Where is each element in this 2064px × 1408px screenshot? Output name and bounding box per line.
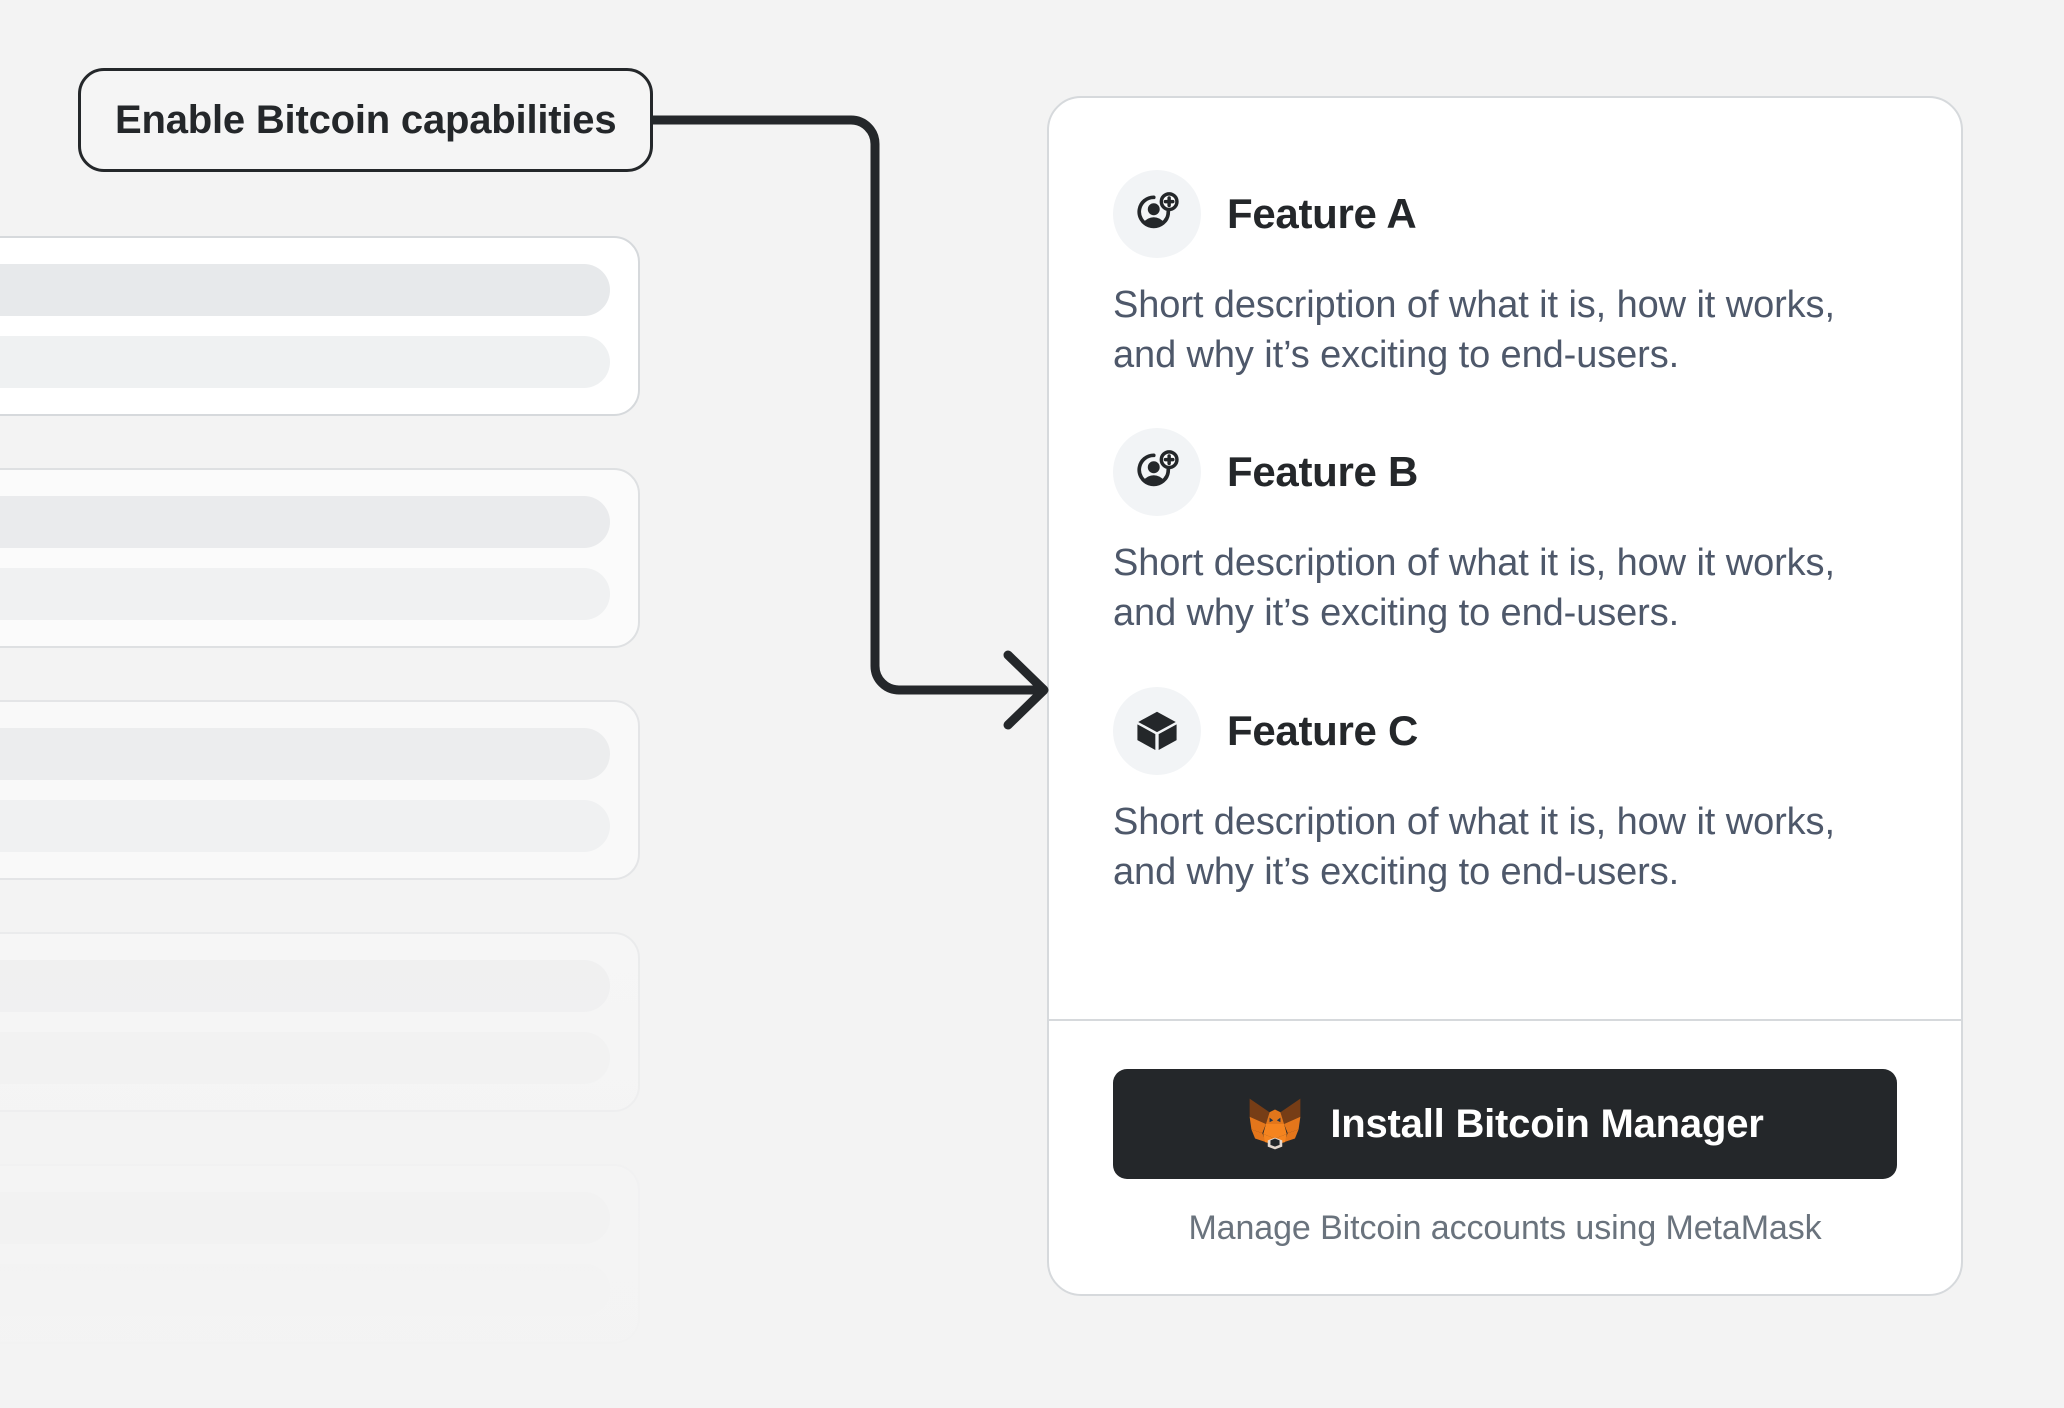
skeleton-bar-primary xyxy=(0,264,610,316)
skeleton-bar-primary xyxy=(0,496,610,548)
skeleton-card xyxy=(0,468,640,648)
metamask-fox-icon xyxy=(1249,1098,1301,1150)
feature-title: Feature A xyxy=(1227,190,1417,237)
install-bitcoin-manager-button[interactable]: Install Bitcoin Manager xyxy=(1113,1069,1897,1179)
feature-header: Feature B xyxy=(1113,428,1897,517)
feature-item: Feature A Short description of what it i… xyxy=(1113,170,1897,380)
user-add-icon xyxy=(1113,170,1201,258)
feature-title: Feature B xyxy=(1227,448,1419,496)
feature-header: Feature A xyxy=(1113,170,1897,258)
user-add-icon xyxy=(1113,428,1201,517)
cube-icon xyxy=(1113,686,1201,775)
feature-card: Feature A Short description of what it i… xyxy=(1047,96,1963,1296)
arrowhead-right-icon xyxy=(1003,650,1049,730)
feature-description: Short description of what it is, how it … xyxy=(1113,284,1835,377)
feature-description: Short description of what it is, how it … xyxy=(1113,800,1835,893)
feature-description: Short description of what it is, how it … xyxy=(1113,542,1835,635)
feature-title: Feature C xyxy=(1227,706,1419,754)
connector-line xyxy=(628,115,1045,695)
skeleton-bar-secondary xyxy=(0,800,610,852)
feature-list: Feature A Short description of what it i… xyxy=(1049,98,1961,1019)
skeleton-bar-primary xyxy=(0,728,610,780)
skeleton-bar-secondary xyxy=(0,336,610,388)
skeleton-card xyxy=(0,236,640,416)
card-footer: Install Bitcoin Manager Manage Bitcoin a… xyxy=(1049,1019,1961,1294)
callout-label-text: Enable Bitcoin capabilities xyxy=(115,97,617,142)
feature-item: Feature B Short description of what it i… xyxy=(1113,428,1897,638)
feature-item: Feature C Short description of what it i… xyxy=(1113,686,1897,897)
footer-caption: Manage Bitcoin accounts using MetaMask xyxy=(1188,1209,1822,1247)
install-button-label: Install Bitcoin Manager xyxy=(1330,1101,1764,1146)
skeleton-bar-secondary xyxy=(0,568,610,620)
callout-label-pill: Enable Bitcoin capabilities xyxy=(78,68,654,172)
skeleton-card xyxy=(0,700,640,880)
feature-header: Feature C xyxy=(1113,686,1897,775)
